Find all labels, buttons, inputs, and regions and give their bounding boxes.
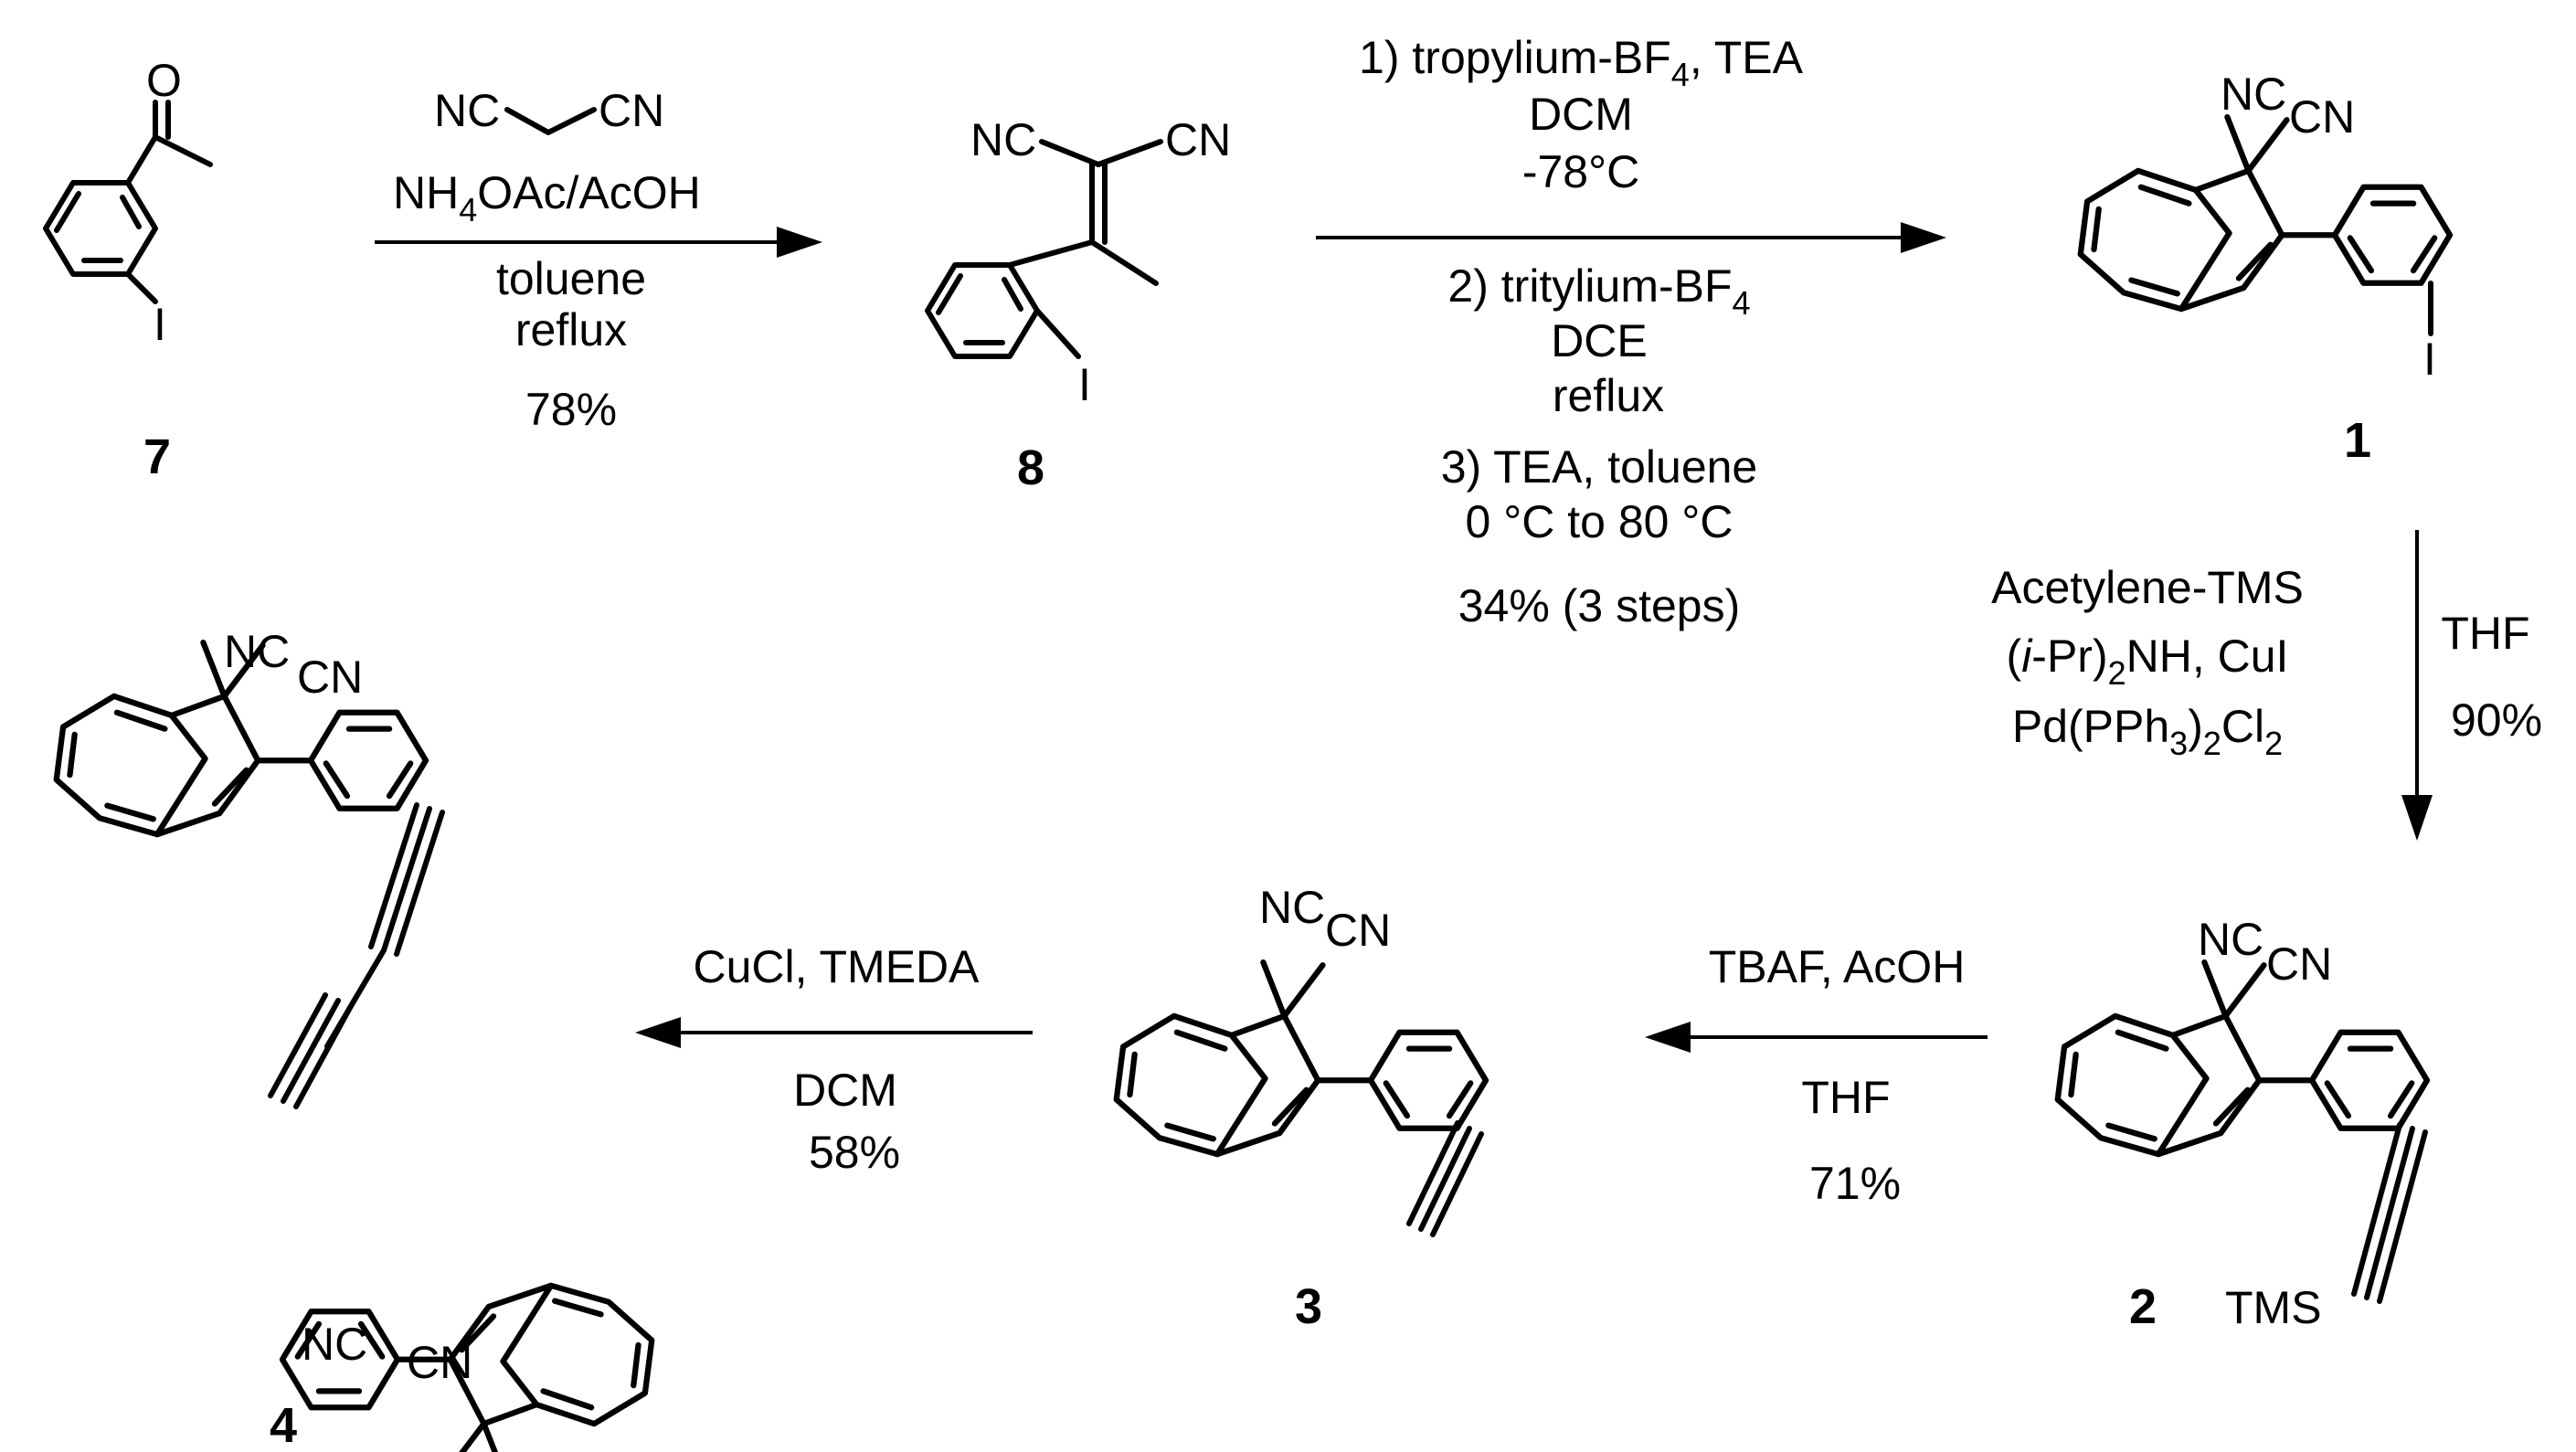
iodine-atom: I — [154, 299, 166, 350]
temperature-reflux: reflux — [515, 304, 627, 355]
nitrile-nc: NC — [2198, 914, 2263, 965]
base-diisopropylamine: (i-Pr)2NH, CuI — [2007, 631, 2289, 692]
yield-step-1: 78% — [525, 384, 617, 435]
compound-number-3: 3 — [1295, 1279, 1322, 1334]
step-2: 1) tropylium-BF4, TEA DCM -78°C 2) trity… — [1316, 32, 1946, 631]
arrowhead-step-2 — [1901, 222, 1946, 253]
nitrile-cn: CN — [2289, 91, 2355, 143]
yield-step-3: 90% — [2451, 694, 2542, 746]
reagent-cucl-tmeda: CuCl, TMEDA — [693, 941, 980, 992]
compound-2: NC CN TMS 2 — [2058, 914, 2427, 1334]
compound-1: NC CN I 1 — [2081, 69, 2450, 468]
compound-number-2: 2 — [2129, 1279, 2157, 1334]
solvent-thf: THF — [1801, 1072, 1890, 1123]
condition-3-temp: 0 °C to 80 °C — [1466, 496, 1733, 547]
compound-number-4: 4 — [270, 1398, 297, 1452]
nitrile-nc: NC — [1259, 882, 1325, 933]
step-3: Acetylene-TMS (i-Pr)2NH, CuI Pd(PPh3)2Cl… — [1991, 530, 2542, 841]
step-4: TBAF, AcOH THF 71% — [1645, 941, 1988, 1209]
nitrile-nc-lower: NC — [302, 1319, 367, 1370]
nitrile-cn: CN — [1165, 114, 1231, 165]
condition-2: 2) tritylium-BF4 — [1447, 260, 1750, 322]
step-5: CuCl, TMEDA DCM 58% — [635, 941, 1033, 1178]
nitrile-cn: CN — [1325, 905, 1391, 956]
yield-step-4: 71% — [1809, 1158, 1901, 1209]
malononitrile-cn: CN — [599, 85, 664, 136]
compound-7: O I 7 — [43, 55, 213, 484]
step-1: NC CN NH4OAc/AcOH toluene reflux 78% — [375, 85, 822, 435]
compound-number-8: 8 — [1017, 440, 1044, 495]
arrowhead-step-4 — [1645, 1022, 1691, 1053]
compound-4: NC CN NC CN 4 — [57, 626, 652, 1452]
nitrile-nc-upper: NC — [224, 626, 290, 677]
tms-group: TMS — [2225, 1282, 2322, 1333]
condition-2-temp: reflux — [1553, 370, 1664, 421]
compound-3: NC CN 3 — [1117, 882, 1486, 1334]
arrowhead-step-3 — [2401, 795, 2433, 841]
nitrile-nc: NC — [2221, 69, 2286, 120]
condition-2-solvent: DCE — [1551, 315, 1648, 366]
reagent-acetylene-tms: Acetylene-TMS — [1991, 562, 2304, 613]
compound-number-1: 1 — [2344, 413, 2371, 468]
condition-3: 3) TEA, toluene — [1441, 441, 1758, 493]
nitrile-cn-upper: CN — [297, 652, 363, 703]
nitrile-cn-lower: CN — [407, 1337, 472, 1388]
condition-1-solvent: DCM — [1529, 89, 1633, 140]
iodine-atom: I — [1078, 359, 1091, 410]
condition-1-temp: -78°C — [1522, 146, 1639, 197]
compound-number-7: 7 — [143, 429, 171, 484]
condition-1: 1) tropylium-BF4, TEA — [1359, 32, 1804, 93]
catalyst-text: NH4OAc/AcOH — [393, 167, 701, 228]
yield-step-2: 34% (3 steps) — [1458, 580, 1740, 631]
malononitrile-nc: NC — [434, 85, 500, 136]
nitrile-cn: CN — [2266, 938, 2332, 990]
compound-8: NC CN I 8 — [925, 114, 1231, 495]
solvent-dcm: DCM — [793, 1065, 897, 1116]
solvent-thf: THF — [2441, 608, 2529, 659]
iodine-atom: I — [2423, 334, 2436, 385]
solvent-toluene: toluene — [496, 253, 646, 304]
yield-step-5: 58% — [809, 1127, 900, 1178]
reagent-tbaf-acoh: TBAF, AcOH — [1709, 941, 1966, 992]
nitrile-nc: NC — [970, 114, 1036, 165]
oxygen-atom: O — [146, 55, 182, 106]
arrowhead-step-1 — [777, 227, 822, 258]
palladium-catalyst: Pd(PPh3)2Cl2 — [2012, 701, 2283, 762]
arrowhead-step-5 — [635, 1017, 681, 1048]
